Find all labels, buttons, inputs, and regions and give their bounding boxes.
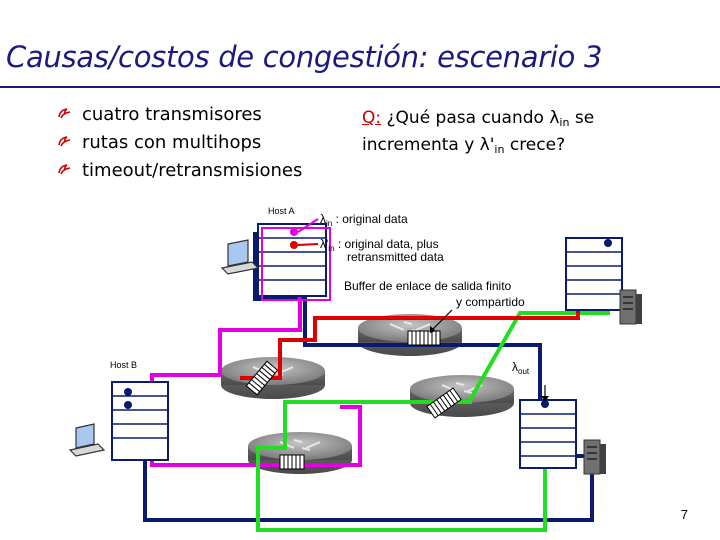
lambda-subscript: in	[559, 116, 570, 129]
lambda-in-dot	[290, 228, 298, 236]
bullet-icon	[58, 164, 71, 175]
host-b-label: Host B	[110, 360, 137, 370]
lambda-in-label: λin : original data	[320, 212, 408, 228]
lambda-prime-symbol: λ'	[479, 135, 495, 155]
bullet-item: cuatro transmisores	[58, 104, 302, 132]
bullet-text: cuatro transmisores	[82, 104, 262, 125]
host-c	[565, 237, 623, 311]
magenta-path	[150, 244, 362, 467]
buffer-pointer-arrow	[431, 309, 453, 331]
bullet-list: cuatro transmisores rutas con multihops …	[58, 104, 302, 188]
host-d	[519, 399, 577, 469]
host-a: Host A	[257, 206, 331, 301]
bullet-item: rutas con multihops	[58, 132, 302, 160]
buffer-icon	[245, 360, 279, 396]
host-a-label: Host A	[268, 206, 295, 216]
question-part: se	[569, 108, 595, 128]
question-part: incrementa y	[362, 135, 480, 155]
router-icon	[410, 375, 514, 417]
question-part: ¿Qué pasa cuando	[381, 108, 550, 128]
laptop-icon	[220, 239, 260, 275]
bullet-text: rutas con multihops	[82, 132, 262, 153]
buffer-icon	[407, 330, 441, 346]
page-number: 7	[680, 507, 688, 522]
lambda-in-prime-label: λ'in : original data, plus	[320, 237, 439, 253]
buffer-icon	[279, 454, 305, 470]
host-b: Host B	[110, 360, 169, 461]
lambda-subscript: in	[494, 143, 505, 156]
lambda-in-prime-label-2: retransmitted data	[347, 250, 444, 264]
question-text: Q: ¿Qué pasa cuando λin se incrementa y …	[362, 107, 594, 161]
buffer-label-line2: y compartido	[456, 295, 525, 309]
lambda-in-prime-dot	[290, 241, 298, 249]
laptop-icon	[68, 423, 106, 457]
lambda-symbol: λ	[549, 108, 560, 128]
slide-title: Causas/costos de congestión: escenario 3	[6, 40, 603, 74]
question-label: Q:	[362, 108, 382, 128]
buffer-icon	[426, 387, 462, 419]
buffer-label-line1: Buffer de enlace de salida finito	[344, 279, 512, 293]
bullet-item: timeout/retransmisiones	[58, 160, 302, 188]
server-icon	[619, 289, 642, 325]
lambda-out-label: λout	[512, 360, 530, 376]
title-rule	[0, 86, 720, 88]
question-part: crece?	[504, 135, 566, 155]
server-icon	[583, 439, 606, 475]
red-path	[240, 245, 580, 380]
bullet-text: timeout/retransmisiones	[82, 160, 303, 181]
bullet-icon	[58, 136, 71, 147]
bullet-icon	[58, 108, 71, 119]
